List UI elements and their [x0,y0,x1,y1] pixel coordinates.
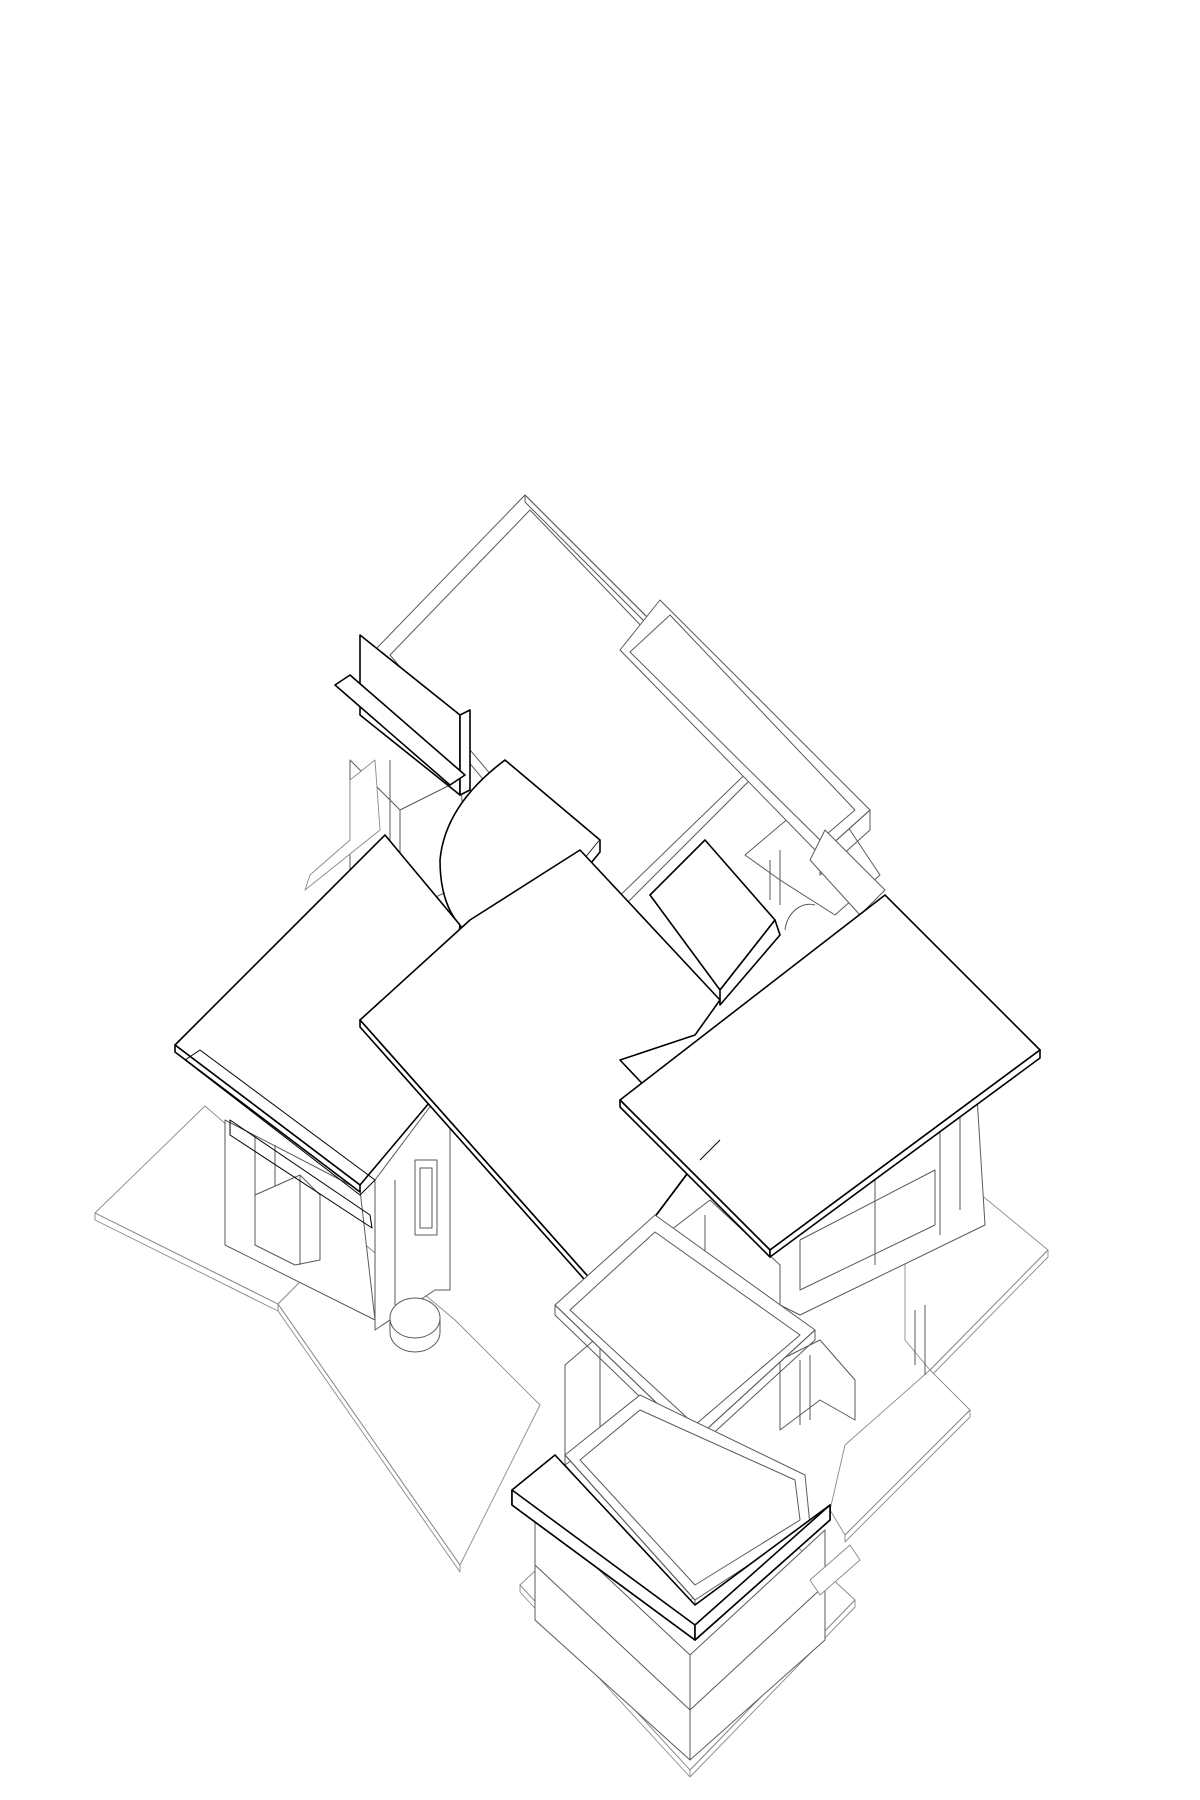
roof-right-edge-side [769,1049,1041,1258]
roof-fin-side [459,709,471,796]
roof-left-edge [174,1044,361,1193]
middle-slab-inner [569,1231,801,1426]
roof-left-eave [229,1119,373,1229]
lower-boxes [554,1214,816,1611]
roof-right-detail [699,1139,721,1161]
bottom-tower-wall-right [689,1529,826,1761]
round-planter-top [389,1297,441,1339]
roof-left-lower [184,1049,376,1196]
tower-band [689,1584,826,1711]
upper-roofs [374,494,886,926]
main-roofs [174,634,1041,1298]
roof-fin-base [334,674,466,786]
bottom-roof [511,1454,831,1641]
door-window-inner [419,1167,433,1229]
lower-slab-inner [579,1409,801,1586]
terrace-lower-left-edge [277,1303,461,1573]
tower-band [534,1564,691,1711]
entry-wall-2 [779,1339,856,1431]
door-window [414,1159,438,1236]
upper-balcony [304,759,381,891]
rear-right-slab-edge [819,809,871,876]
round-planter-side [389,1318,441,1353]
arch [784,903,816,931]
bottom-tower-cap [809,1544,861,1596]
terrace-lower-right-edge [844,1409,971,1543]
bottom-roof-edge-right [694,1504,831,1641]
right-window-band [799,1169,936,1291]
slope-roof-side [719,919,781,1006]
